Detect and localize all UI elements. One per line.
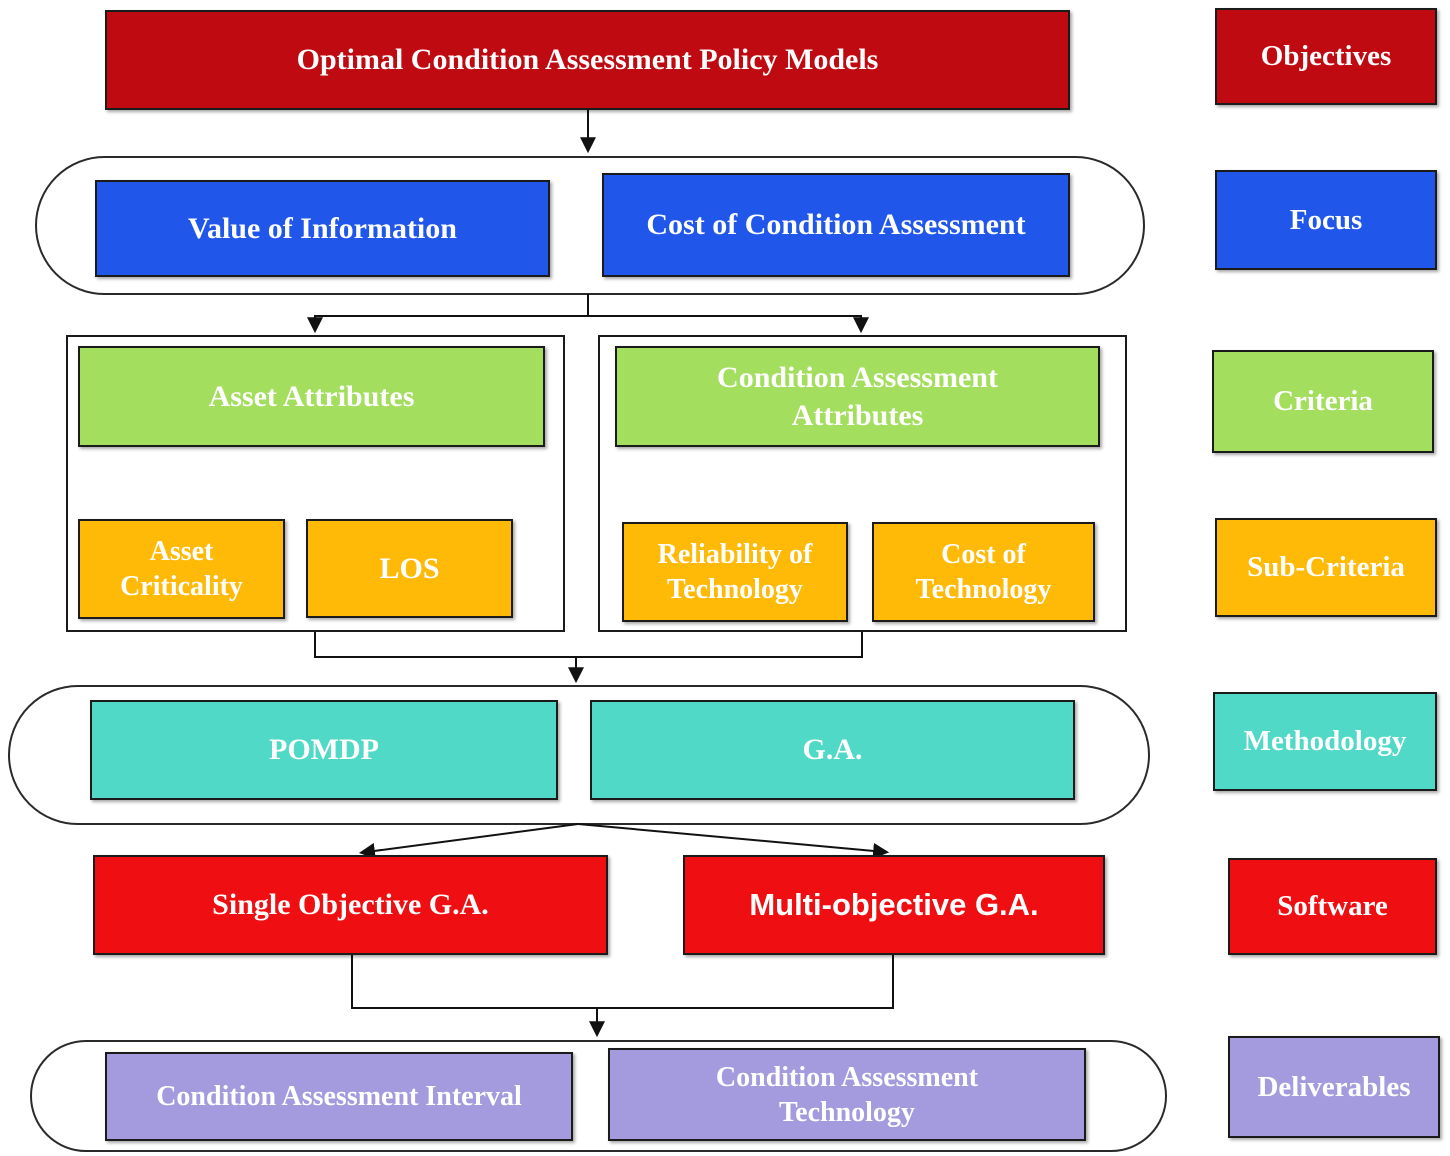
single-objective-ga-box: Single Objective G.A. <box>93 855 608 955</box>
objectives-legend-label: Objectives <box>1215 8 1437 105</box>
software-legend-label: Software <box>1228 858 1437 955</box>
condition-assessment-attributes-box: Condition Assessment Attributes <box>615 346 1100 447</box>
optimal-policy-models-box: Optimal Condition Assessment Policy Mode… <box>105 10 1070 110</box>
ga-box: G.A. <box>590 700 1075 800</box>
pomdp-box: POMDP <box>90 700 558 800</box>
condition-assessment-interval-box: Condition Assessment Interval <box>105 1052 573 1141</box>
deliverables-legend-label: Deliverables <box>1228 1036 1440 1138</box>
cost-of-technology-box: Cost of Technology <box>872 522 1095 622</box>
methodology-legend-label: Methodology <box>1213 692 1437 791</box>
condition-assessment-technology-box: Condition Assessment Technology <box>608 1048 1086 1141</box>
asset-criticality-box: Asset Criticality <box>78 519 285 619</box>
asset-attributes-box: Asset Attributes <box>78 346 545 447</box>
focus-legend-label: Focus <box>1215 170 1437 270</box>
value-of-information-box: Value of Information <box>95 180 550 277</box>
criteria-legend-label: Criteria <box>1212 350 1434 453</box>
los-box: LOS <box>306 519 513 618</box>
reliability-of-technology-box: Reliability of Technology <box>622 522 848 622</box>
sub-criteria-legend-label: Sub-Criteria <box>1215 518 1437 617</box>
cost-of-condition-assessment-box: Cost of Condition Assessment <box>602 173 1070 277</box>
multi-objective-ga-box: Multi-objective G.A. <box>683 855 1105 955</box>
